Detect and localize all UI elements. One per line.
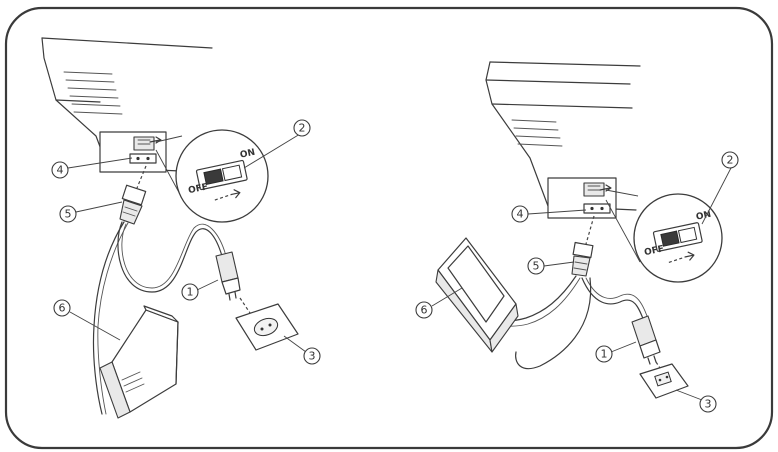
callout-3-left: 3 xyxy=(283,335,321,365)
outer-frame xyxy=(4,6,774,450)
switch-off-label-left: OFF xyxy=(187,182,209,196)
left-panel: ON OFF xyxy=(41,37,321,419)
switch-on-label-left: ON xyxy=(239,148,256,161)
svg-text:1: 1 xyxy=(601,348,608,361)
right-panel: ON OFF xyxy=(415,61,739,413)
device-housing-left xyxy=(41,37,213,189)
switch-off-label-right: OFF xyxy=(643,244,665,258)
callout-6-left: 6 xyxy=(53,299,121,341)
power-switch-zoom-left: ON OFF xyxy=(155,129,269,223)
callout-4-left: 4 xyxy=(51,157,133,179)
callout-2-right: 2 xyxy=(701,151,739,225)
svg-text:6: 6 xyxy=(59,302,66,315)
callout-4-right: 4 xyxy=(511,205,587,223)
svg-text:4: 4 xyxy=(517,208,524,221)
svg-text:6: 6 xyxy=(421,304,428,317)
callout-1-left: 1 xyxy=(181,279,219,301)
callout-2-left: 2 xyxy=(243,119,311,169)
svg-text:2: 2 xyxy=(299,122,306,135)
callout-6-right: 6 xyxy=(415,287,463,319)
wall-socket-left xyxy=(235,303,299,351)
power-switch-zoom-right: ON OFF xyxy=(605,189,723,283)
connector-right xyxy=(571,241,594,277)
power-supply-unit-right xyxy=(435,237,519,353)
wall-socket-right xyxy=(639,363,689,399)
svg-text:2: 2 xyxy=(727,154,734,167)
connector-left xyxy=(119,184,147,225)
callout-5-right: 5 xyxy=(527,257,575,275)
svg-text:5: 5 xyxy=(533,260,540,273)
callout-1-right: 1 xyxy=(595,341,637,363)
power-supply-unit-left xyxy=(99,305,179,419)
svg-text:4: 4 xyxy=(57,164,64,177)
device-housing-right xyxy=(485,61,641,245)
svg-text:3: 3 xyxy=(309,350,316,363)
plug-left xyxy=(215,251,253,317)
svg-text:1: 1 xyxy=(187,286,194,299)
svg-text:5: 5 xyxy=(65,208,72,221)
callout-5-left: 5 xyxy=(59,201,123,223)
cable-to-plug-right xyxy=(581,277,647,327)
cable-to-plug-left xyxy=(117,221,223,293)
callout-3-right: 3 xyxy=(675,389,717,413)
svg-text:3: 3 xyxy=(705,398,712,411)
